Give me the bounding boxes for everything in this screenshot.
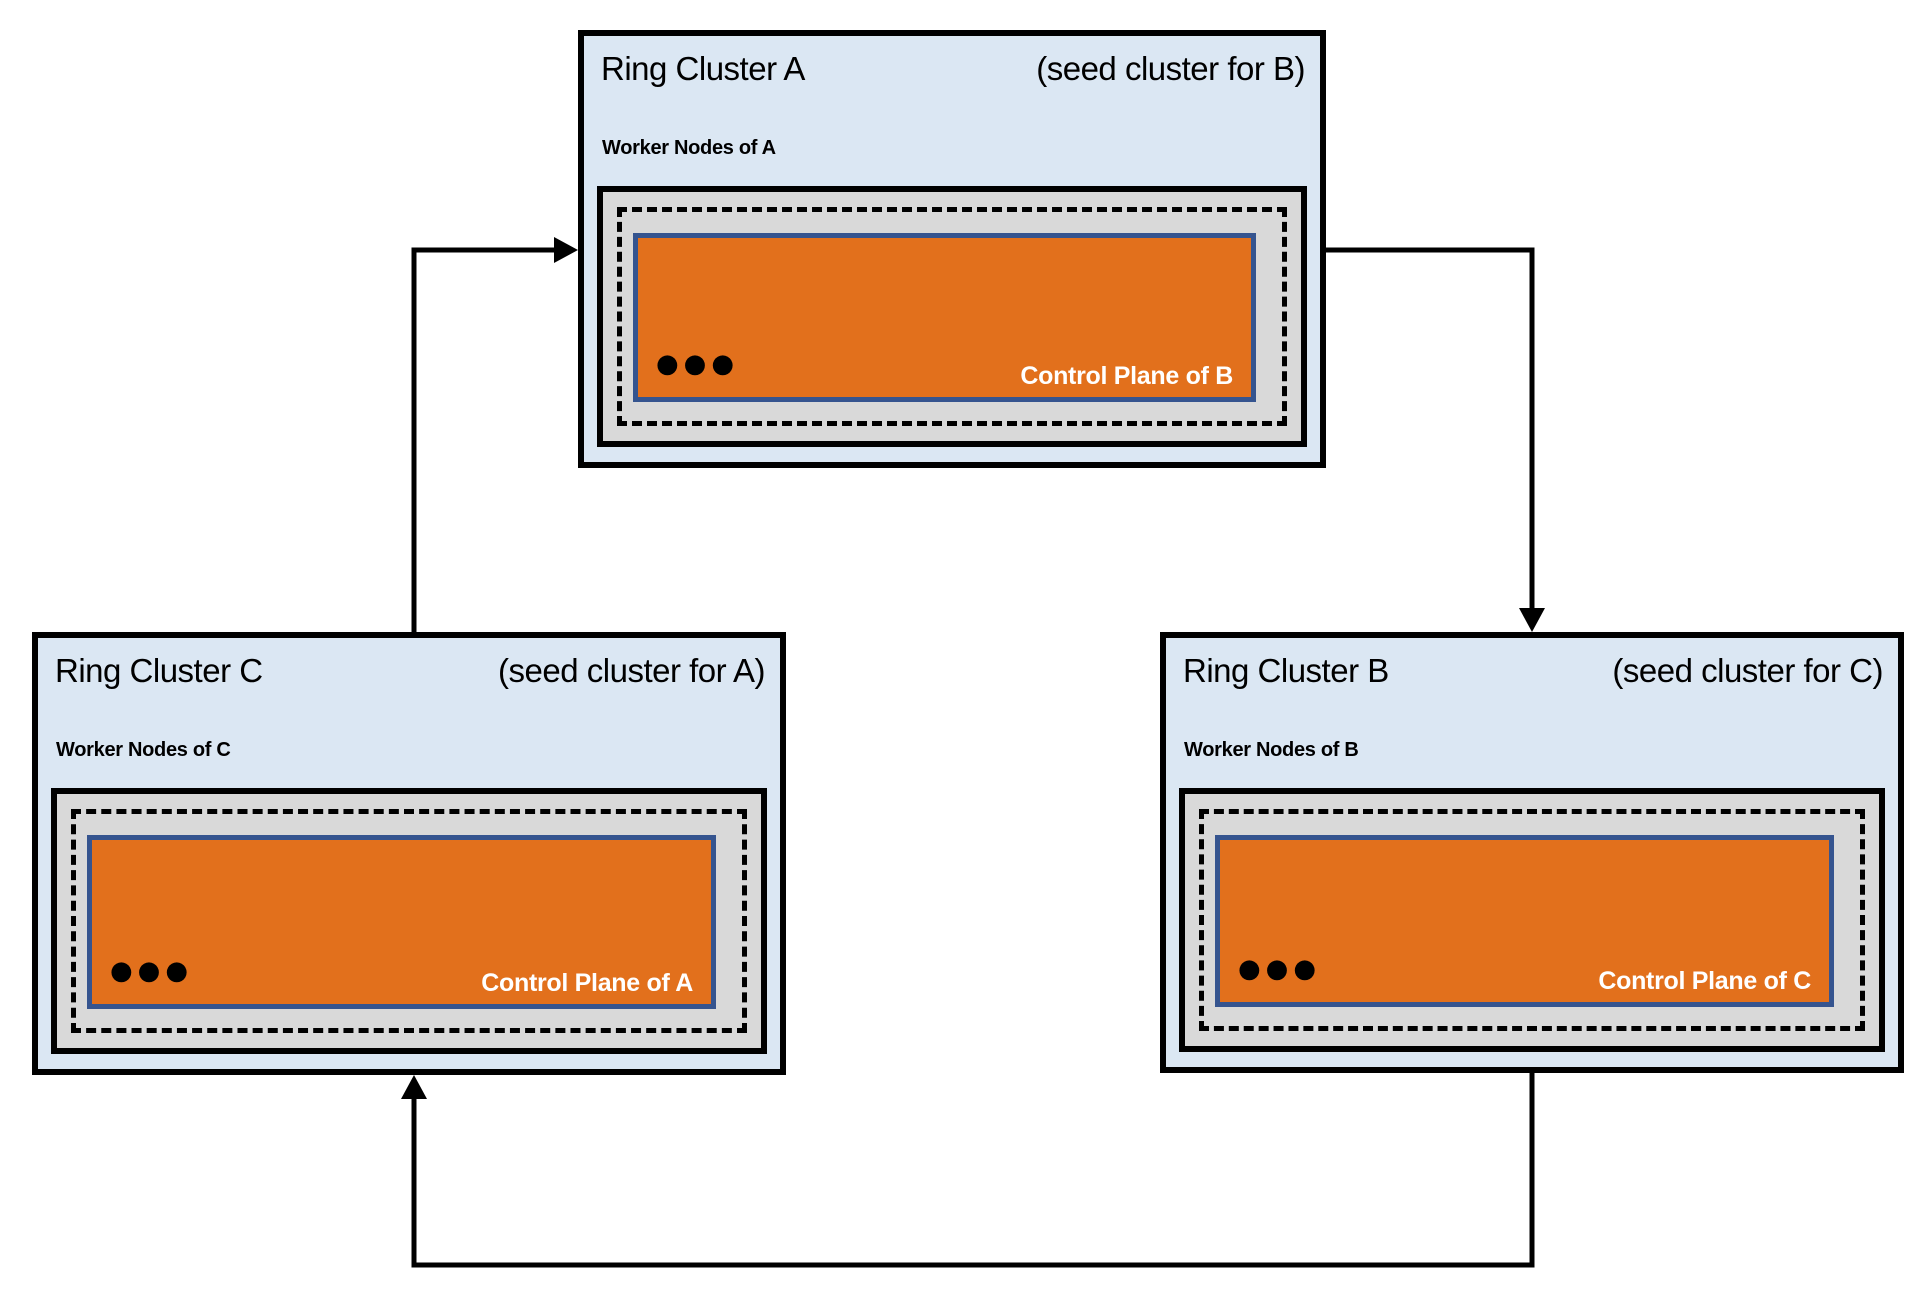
cluster-b-title: Ring Cluster B: [1183, 652, 1389, 689]
ring-cluster-b: Ring Cluster B (seed cluster for C) Work…: [1160, 632, 1904, 1073]
arrow-a-to-b: [1326, 247, 1545, 632]
cluster-c-title-row: Ring Cluster C (seed cluster for A): [55, 652, 765, 690]
cluster-a-control-plane-label: Control Plane of B: [1020, 362, 1233, 390]
ellipsis-dots: ●●●: [110, 956, 194, 986]
cluster-a-control-plane-box: ●●● Control Plane of B: [633, 233, 1256, 402]
cluster-c-seed-note: (seed cluster for A): [498, 652, 765, 689]
cluster-b-title-row: Ring Cluster B (seed cluster for C): [1183, 652, 1883, 690]
cluster-c-control-plane-label: Control Plane of A: [481, 969, 693, 997]
cluster-c-worker-node-box: ●●● Control Plane of A: [51, 788, 767, 1054]
cluster-b-worker-nodes-label: Worker Nodes of B: [1184, 739, 1359, 761]
cluster-c-worker-nodes-label: Worker Nodes of C: [56, 739, 231, 761]
cluster-a-title: Ring Cluster A: [601, 50, 805, 87]
ring-cluster-c: Ring Cluster C (seed cluster for A) Work…: [32, 632, 786, 1075]
cluster-a-title-row: Ring Cluster A (seed cluster for B): [601, 50, 1305, 88]
arrow-c-to-a: [411, 237, 578, 632]
cluster-b-control-plane-box: ●●● Control Plane of C: [1215, 835, 1834, 1007]
cluster-c-title: Ring Cluster C: [55, 652, 263, 689]
cluster-c-dashed-boundary: ●●● Control Plane of A: [71, 809, 747, 1033]
cluster-b-dashed-boundary: ●●● Control Plane of C: [1199, 809, 1865, 1031]
cluster-b-worker-node-box: ●●● Control Plane of C: [1179, 788, 1885, 1052]
arrow-b-to-c: [401, 1073, 1535, 1268]
cluster-a-seed-note: (seed cluster for B): [1036, 50, 1305, 87]
cluster-b-seed-note: (seed cluster for C): [1612, 652, 1883, 689]
ellipsis-dots: ●●●: [656, 349, 740, 379]
cluster-a-dashed-boundary: ●●● Control Plane of B: [617, 207, 1287, 426]
cluster-b-control-plane-label: Control Plane of C: [1598, 967, 1811, 995]
cluster-a-worker-nodes-label: Worker Nodes of A: [602, 137, 776, 159]
cluster-c-control-plane-box: ●●● Control Plane of A: [87, 835, 716, 1009]
ring-cluster-a: Ring Cluster A (seed cluster for B) Work…: [578, 30, 1326, 468]
cluster-a-worker-node-box: ●●● Control Plane of B: [597, 186, 1307, 447]
ellipsis-dots: ●●●: [1238, 954, 1322, 984]
